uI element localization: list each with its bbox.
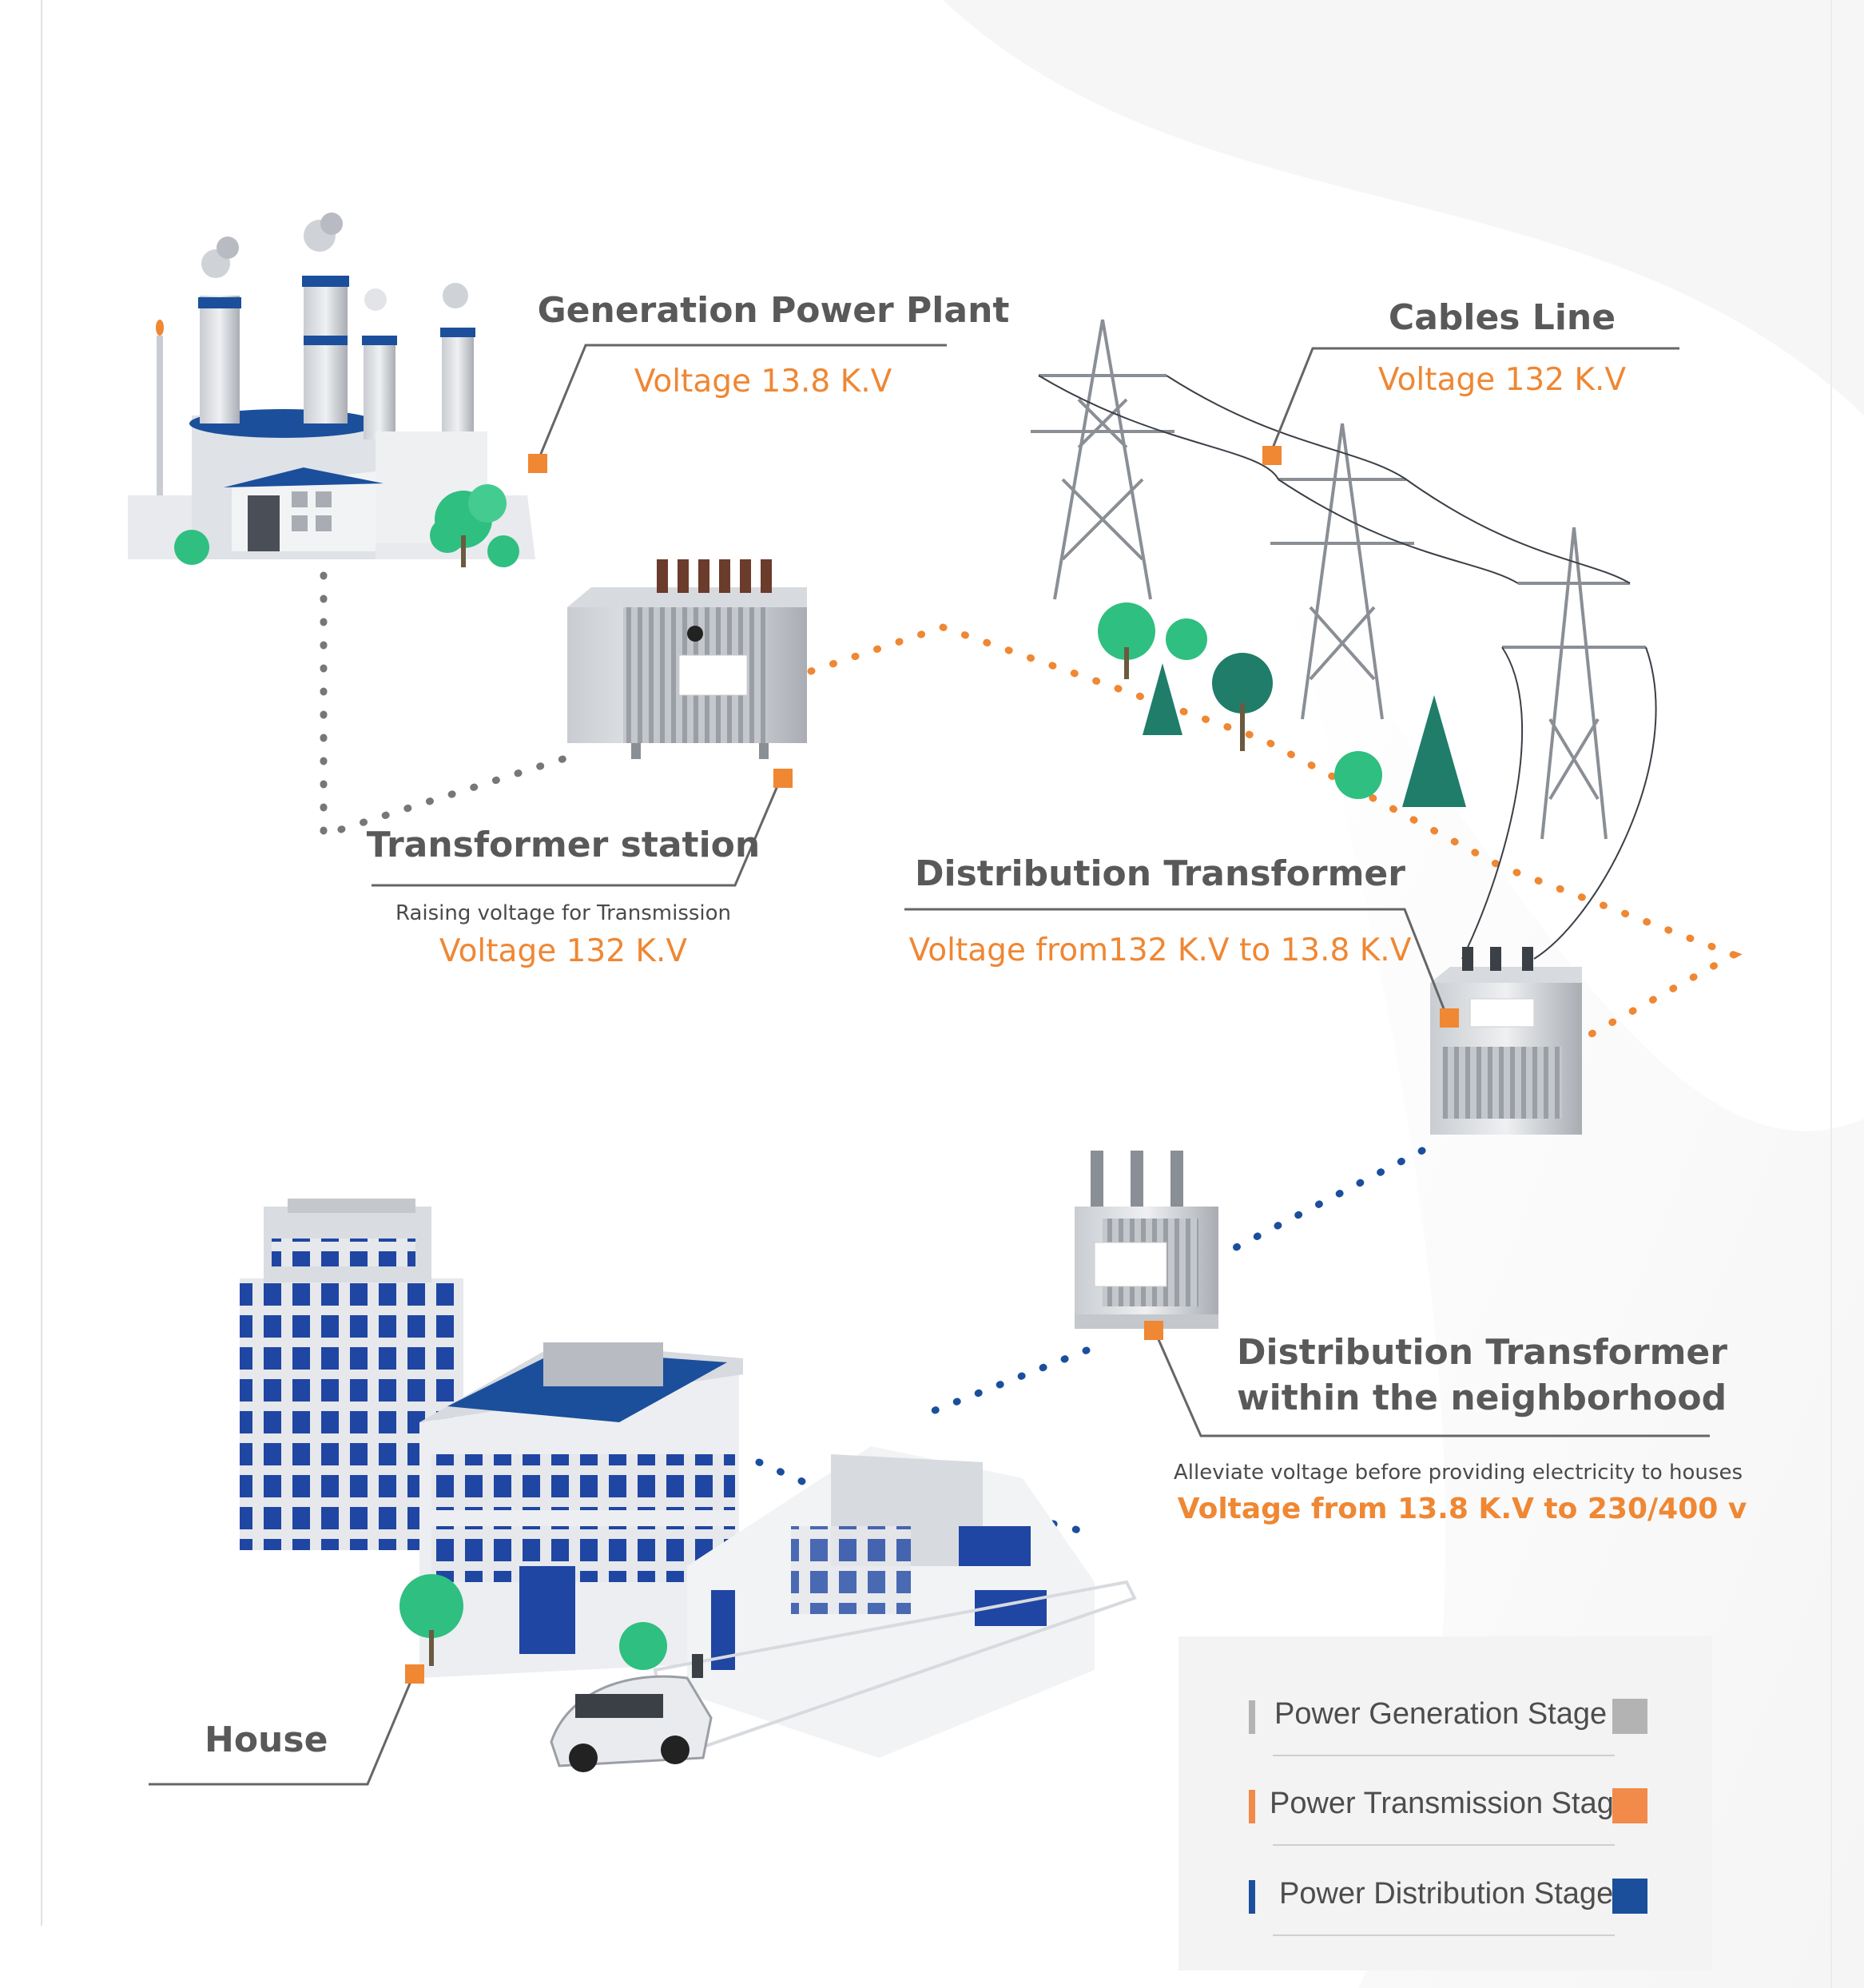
legend-item-distribution: Power Distribution Stage	[1178, 1871, 1712, 1918]
trees-illustration	[1098, 602, 1466, 807]
distribution-transformer-illustration	[1430, 947, 1582, 1135]
neighborhood-title-line-2: within the neighborhood	[1237, 1378, 1727, 1418]
transmission-towers-illustration	[1031, 319, 1657, 960]
plant-voltage: Voltage 13.8 K.V	[634, 364, 892, 400]
legend-bar	[1249, 1790, 1255, 1823]
transformer-title: Transformer station	[366, 825, 761, 865]
neighborhood-subtitle: Alleviate voltage before providing elect…	[1174, 1461, 1743, 1485]
distribution-transformer-title: Distribution Transformer	[915, 853, 1405, 894]
legend-label: Power Transmission Stage	[1270, 1787, 1631, 1820]
legend-bar	[1249, 1880, 1255, 1914]
power-plant-illustration	[128, 213, 535, 567]
legend: Power Generation Stage Power Transmissio…	[1178, 1636, 1712, 1970]
legend-swatch	[1612, 1699, 1647, 1734]
transformer-station-illustration	[567, 559, 807, 759]
buildings-illustration	[240, 1199, 1137, 1772]
legend-swatch	[1612, 1788, 1647, 1823]
legend-item-generation: Power Generation Stage	[1178, 1691, 1712, 1739]
leader-lines	[149, 344, 1710, 1786]
distribution-transformer-voltage: Voltage from132 K.V to 13.8 K.V	[908, 932, 1412, 968]
generation-path	[320, 571, 579, 841]
neighborhood-title-line-1: Distribution Transformer	[1237, 1332, 1727, 1373]
distribution-path	[755, 1147, 1426, 1538]
markers	[405, 446, 1459, 1684]
plant-title: Generation Power Plant	[537, 290, 1010, 331]
legend-divider	[1273, 1755, 1615, 1756]
neighborhood-transformer-illustration	[1075, 1151, 1218, 1329]
transmission-path	[807, 623, 1743, 1039]
legend-label: Power Distribution Stage	[1279, 1877, 1614, 1910]
neighborhood-voltage: Voltage from 13.8 K.V to 230/400 v	[1177, 1493, 1747, 1525]
legend-item-transmission: Power Transmission Stage	[1178, 1780, 1712, 1828]
legend-label: Power Generation Stage	[1274, 1697, 1608, 1731]
legend-swatch	[1612, 1879, 1647, 1914]
background	[41, 0, 1864, 1988]
transformer-voltage: Voltage 132 K.V	[439, 933, 688, 969]
legend-bar	[1249, 1700, 1255, 1734]
legend-divider	[1273, 1844, 1615, 1846]
cables-voltage: Voltage 132 K.V	[1377, 362, 1627, 398]
house-title: House	[205, 1720, 328, 1760]
legend-divider	[1273, 1934, 1615, 1936]
transformer-subtitle: Raising voltage for Transmission	[395, 901, 732, 925]
cables-title: Cables Line	[1388, 297, 1616, 338]
